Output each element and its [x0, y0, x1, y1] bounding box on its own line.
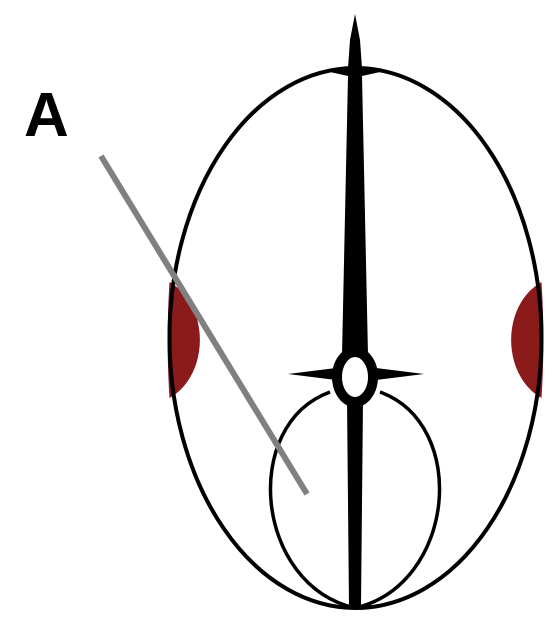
- left-arm: [288, 368, 336, 380]
- right-arm: [376, 368, 424, 380]
- upper-spindle: [330, 14, 380, 355]
- lower-spindle: [347, 400, 363, 606]
- central-ring: [337, 352, 373, 402]
- pointer-line-a: [101, 156, 307, 494]
- label-a: A: [24, 81, 69, 150]
